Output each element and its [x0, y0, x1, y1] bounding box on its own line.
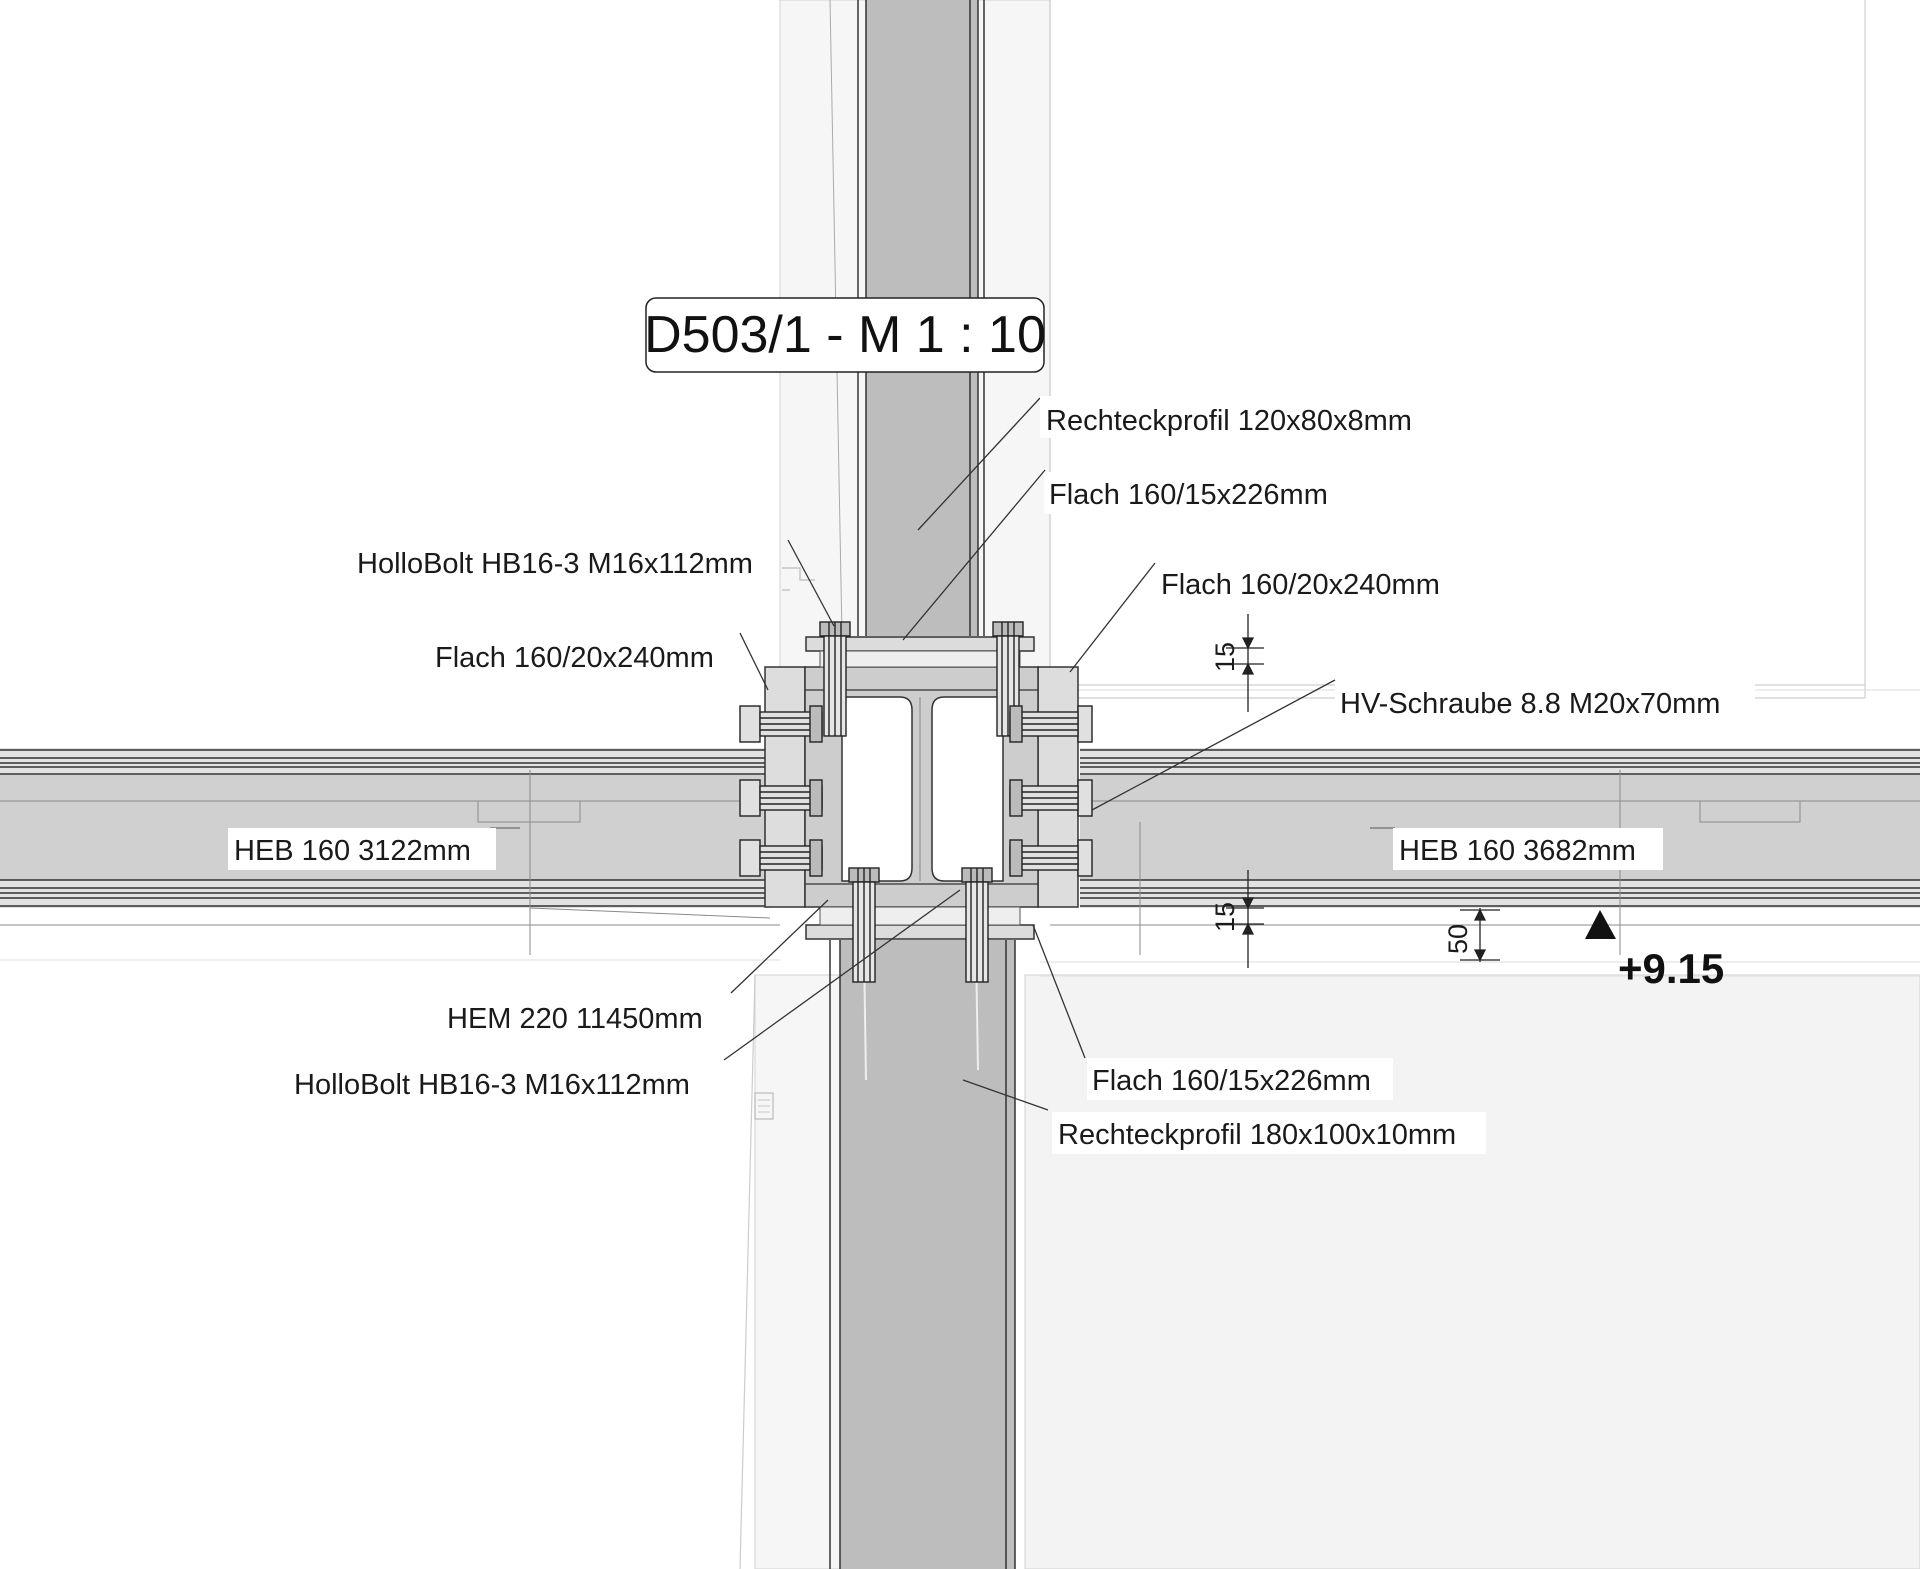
label-rechteck-bottom: Rechteckprofil 180x100x10mm [1058, 1119, 1456, 1151]
leader-flach-left-240 [739, 632, 769, 691]
leader-hollobolt-top [787, 539, 835, 627]
label-rechteck-top: Rechteckprofil 120x80x8mm [1046, 405, 1412, 437]
hollobolt-bottom-right [961, 867, 993, 983]
hollobolts-vertical [819, 621, 1024, 983]
lower-column-rechteckprofil [829, 940, 1016, 1569]
hv-bolt-left-3 [739, 839, 823, 877]
hv-bolts [739, 705, 1093, 877]
leader-rechteck-bottom [962, 1079, 1049, 1111]
leader-hv-schraube [1091, 679, 1336, 811]
hv-bolt-left-1 [739, 705, 823, 743]
label-hem: HEM 220 11450mm [447, 1003, 703, 1035]
leader-rechteck-top [917, 397, 1041, 531]
title-box: D503/1 - M 1 : 10 [644, 297, 1046, 373]
label-hollobolt-top: HolloBolt HB16-3 M16x112mm [357, 548, 753, 580]
leader-hollobolt-bottom [723, 889, 961, 1061]
dimension-side [1460, 908, 1500, 962]
hv-bolt-right-2 [1009, 779, 1093, 817]
leader-flach-top-226 [902, 469, 1046, 641]
label-hv-schraube: HV-Schraube 8.8 M20x70mm [1340, 688, 1720, 720]
dimension-labels: 15 15 50 [1210, 642, 1473, 954]
level-mark-text: +9.15 [1618, 945, 1724, 992]
label-hollobolt-bottom: HolloBolt HB16-3 M16x112mm [294, 1069, 690, 1101]
label-heb-left: HEB 160 3122mm [234, 835, 471, 867]
hollobolt-bottom-left [848, 867, 880, 983]
dim-text-mid: 15 [1210, 902, 1240, 932]
dimension-top [1226, 614, 1264, 712]
dim-text-side: 50 [1443, 924, 1473, 954]
leader-flach-bottom-226 [1032, 924, 1086, 1059]
hollobolt-top-right [992, 621, 1024, 737]
hv-bolt-right-3 [1009, 839, 1093, 877]
dimension-mid [1226, 870, 1264, 968]
leader-flach-right-240 [1069, 562, 1156, 673]
hv-bolt-right-1 [1009, 705, 1093, 743]
label-flach-bottom-226: Flach 160/15x226mm [1092, 1065, 1371, 1097]
part-labels: Rechteckprofil 120x80x8mm Flach 160/15x2… [228, 396, 1755, 1154]
label-heb-right: HEB 160 3682mm [1399, 835, 1636, 867]
hollobolt-top-left [819, 621, 851, 737]
level-marker-triangle [1585, 910, 1616, 939]
leader-hem [730, 899, 829, 994]
leader-lines [723, 397, 1336, 1111]
label-flach-top-226: Flach 160/15x226mm [1049, 479, 1328, 511]
label-flach-left-240: Flach 160/20x240mm [435, 642, 714, 674]
label-flach-right-240: Flach 160/20x240mm [1161, 569, 1440, 601]
hv-bolt-left-2 [739, 779, 823, 817]
drawing-title: D503/1 - M 1 : 10 [644, 306, 1046, 364]
dim-text-top: 15 [1210, 642, 1240, 672]
